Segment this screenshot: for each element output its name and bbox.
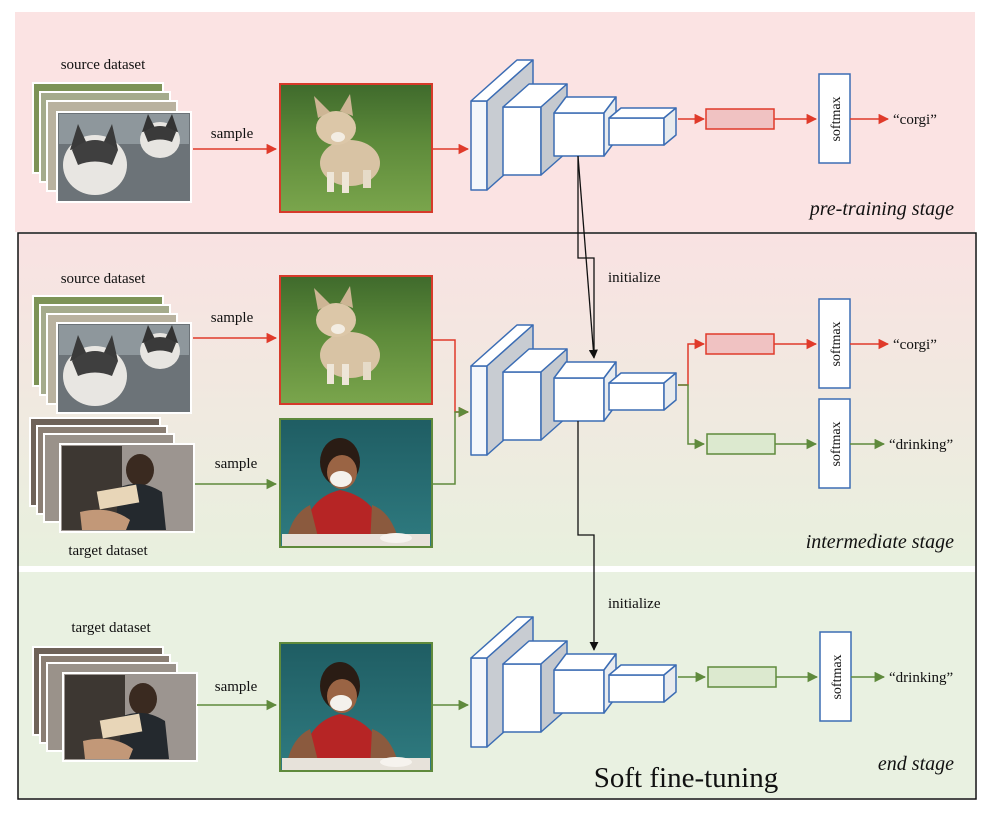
- drinking-woman-photo: [279, 418, 433, 548]
- initialize-path-1: [577, 156, 595, 356]
- cnn-backbone: [470, 324, 677, 456]
- husky-photo: [56, 322, 192, 414]
- source-sample-label: sample: [211, 310, 254, 326]
- source-dataset-label: source dataset: [61, 57, 146, 73]
- output-label: “drinking”: [889, 670, 953, 686]
- softmax-label: softmax: [829, 96, 844, 141]
- softmax-label: softmax: [830, 654, 845, 699]
- source-dataset-stack: [32, 295, 192, 414]
- reading-woman-photo: [62, 672, 198, 762]
- initialize-label-1: initialize: [608, 270, 661, 286]
- classifier-head: [707, 666, 777, 688]
- intermediate-stage: source dataset: [29, 271, 954, 559]
- source-classifier-head: [705, 333, 775, 355]
- target-classifier-head: [706, 433, 776, 455]
- cnn-backbone: [470, 616, 677, 748]
- initialize-path-2: [577, 421, 599, 651]
- source-softmax-box: [818, 298, 851, 389]
- corgi-photo: [279, 83, 433, 213]
- soft-fine-tuning-frame: [17, 232, 977, 800]
- sample-label: sample: [211, 126, 254, 142]
- target-merge-arrow: [432, 406, 470, 485]
- target-softmax-label: softmax: [829, 421, 844, 466]
- target-dataset-stack: [29, 417, 195, 533]
- initialize-label-2: initialize: [608, 596, 661, 612]
- stage-name: pre-training stage: [808, 198, 954, 220]
- branch-to-target-head: [678, 384, 706, 450]
- output-label: “corgi”: [893, 112, 937, 128]
- drinking-woman-photo: [279, 642, 433, 772]
- target-sample-label: sample: [215, 456, 258, 472]
- frame-title: Soft fine-tuning: [594, 762, 778, 794]
- cnn-backbone: [470, 59, 677, 191]
- corgi-photo: [279, 275, 433, 405]
- reading-woman-photo: [59, 443, 195, 533]
- source-dataset-label: source dataset: [61, 271, 146, 287]
- target-dataset-label: target dataset: [68, 543, 148, 559]
- target-dataset-stack: [32, 646, 198, 762]
- stage-name: intermediate stage: [806, 531, 954, 553]
- sample-label: sample: [215, 679, 258, 695]
- end-stage: target dataset sample: [32, 616, 954, 775]
- pretraining-stage: source dataset sample: [32, 57, 954, 220]
- classifier-head: [705, 108, 775, 130]
- source-output-label: “corgi”: [893, 337, 937, 353]
- source-softmax-label: softmax: [829, 321, 844, 366]
- initialize-arrow-1: [577, 155, 598, 359]
- target-dataset-label: target dataset: [71, 620, 151, 636]
- stage-name: end stage: [878, 753, 954, 775]
- source-dataset-stack: [32, 82, 192, 203]
- softmax-box: [819, 631, 852, 722]
- husky-photo: [56, 111, 192, 203]
- softmax-box: [818, 73, 851, 164]
- target-output-label: “drinking”: [889, 437, 953, 453]
